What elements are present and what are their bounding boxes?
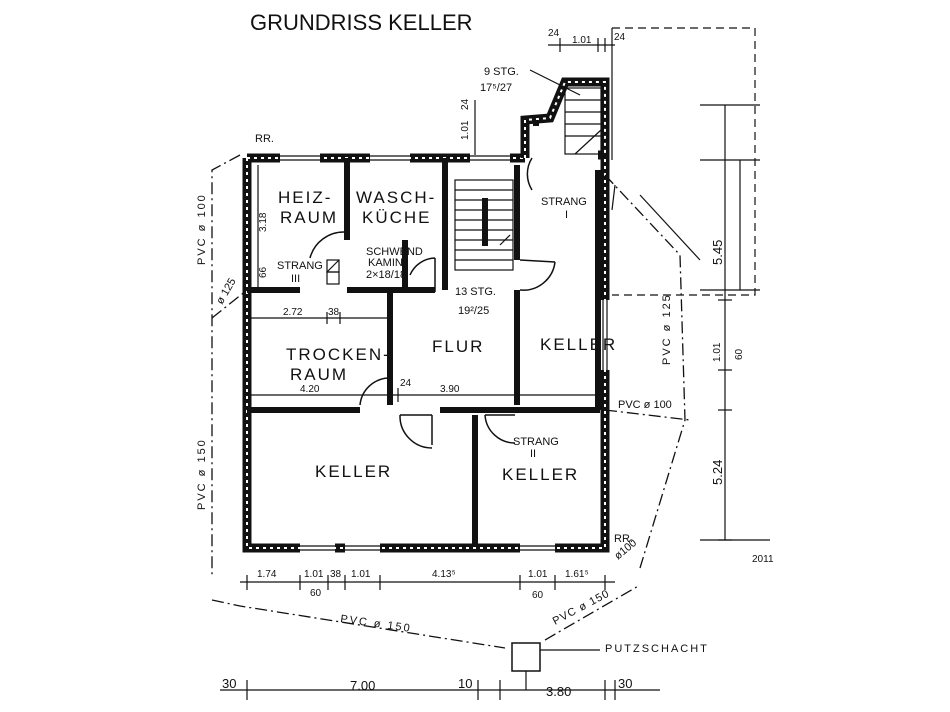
dim-stair-101: 1.01 (460, 120, 471, 140)
dim-b-60b: 60 (532, 590, 544, 601)
dim-top-101: 1.01 (572, 35, 592, 46)
pipe-bottom-right: PVC ø 150 (551, 588, 612, 628)
dimension-lines (220, 38, 770, 700)
dim-bb-30b: 30 (618, 676, 632, 691)
room-trocken-line2: RAUM (290, 365, 348, 384)
chimney (326, 259, 340, 285)
label-strang-1: STRANG (541, 196, 587, 208)
room-wasch-line2: KÜCHE (362, 208, 432, 227)
room-keller-bottom-right: KELLER (502, 465, 579, 484)
dim-b-101b: 1.01 (351, 569, 371, 580)
room-heiz-line2: RAUM (280, 208, 338, 227)
drain-pipes (211, 154, 691, 690)
dim-r-545: 5.45 (710, 240, 725, 265)
room-labels: HEIZ- RAUM WASCH- KÜCHE TROCKEN- RAUM FL… (278, 188, 617, 484)
dim-top-24a: 24 (548, 28, 560, 39)
room-heiz-line1: HEIZ- (278, 188, 332, 207)
label-strang-3: STRANG (277, 260, 323, 272)
label-strang-3-num: III (291, 273, 300, 285)
dim-stair-24: 24 (460, 98, 471, 110)
label-schwend-2: KAMIN (368, 257, 403, 269)
room-keller-right: KELLER (540, 335, 617, 354)
label-schwend-3: 2×18/18 (366, 269, 406, 281)
label-stairs-main-2: 19²/25 (458, 305, 489, 317)
room-wasch-line1: WASCH- (356, 188, 436, 207)
label-rr-bottom: RR. (614, 533, 633, 545)
dim-bb-380: 3.80 (546, 684, 571, 699)
dim-24: 24 (400, 378, 412, 389)
windows (280, 153, 610, 553)
dim-bb-30a: 30 (222, 676, 236, 691)
dim-r-524: 5.24 (710, 460, 725, 485)
annotations: RR. RR. STRANG I STRANG II STRANG III SC… (255, 66, 709, 655)
label-stairs-top-2: 17⁵/27 (480, 82, 512, 94)
interior-walls (247, 158, 601, 545)
room-trocken-line1: TROCKEN- (286, 345, 391, 364)
label-putzschacht: PUTZSCHACHT (605, 643, 709, 655)
dim-b-60a: 60 (310, 588, 322, 599)
dim-b-174: 1.74 (257, 569, 277, 580)
main-stairs (454, 179, 514, 271)
room-flur: FLUR (432, 337, 484, 356)
label-stairs-top-1: 9 STG. (484, 66, 519, 78)
pipe-right-top: PVC ø 125 (661, 293, 673, 365)
dim-top-24b: 24 (614, 32, 626, 43)
pipe-left-top: PVC ø 100 (196, 193, 208, 265)
label-schwend-1: SCHWEND (366, 246, 423, 258)
dimension-labels: 24 1.01 24 24 1.01 3.18 66 2.72 38 4.20 … (222, 28, 774, 699)
adjacent-outline (611, 27, 760, 296)
dim-272: 2.72 (283, 307, 303, 318)
upper-stairs (529, 69, 602, 155)
plan-title: GRUNDRISS KELLER (250, 10, 473, 35)
dim-420: 4.20 (300, 384, 320, 395)
label-strang-1-num: I (565, 209, 568, 221)
label-strang-2-num: II (530, 448, 536, 460)
label-rr-top: RR. (255, 133, 274, 145)
dim-v-318: 3.18 (258, 212, 269, 232)
pipe-left-corner: ø 125 (214, 276, 238, 306)
doors (309, 157, 556, 449)
dim-edge-2011: 2011 (752, 554, 774, 565)
dim-b-101a: 1.01 (304, 569, 324, 580)
room-keller-bottom-left: KELLER (315, 462, 392, 481)
dim-v-66: 66 (258, 266, 269, 278)
dim-b-4135: 4.13⁵ (432, 569, 456, 580)
dim-b-101c: 1.01 (528, 569, 548, 580)
label-stairs-main-1: 13 STG. (455, 286, 496, 298)
dim-390: 3.90 (440, 384, 460, 395)
label-strang-2: STRANG (513, 436, 559, 448)
dim-bb-10: 10 (458, 676, 472, 691)
pipe-bottom: PVC ø 150 (340, 613, 413, 635)
dim-38: 38 (328, 307, 340, 318)
dim-bb-700: 7.00 (350, 678, 375, 693)
putzschacht-box (511, 642, 541, 672)
pipe-left-bottom: PVC ø 150 (196, 438, 208, 510)
dim-b-1615: 1.61⁵ (565, 569, 589, 580)
dim-r-101: 1.01 (712, 342, 723, 362)
pipe-right-mid: PVC ø 100 (618, 399, 672, 411)
dim-r-60: 60 (734, 348, 745, 360)
dim-b-38: 38 (330, 569, 342, 580)
